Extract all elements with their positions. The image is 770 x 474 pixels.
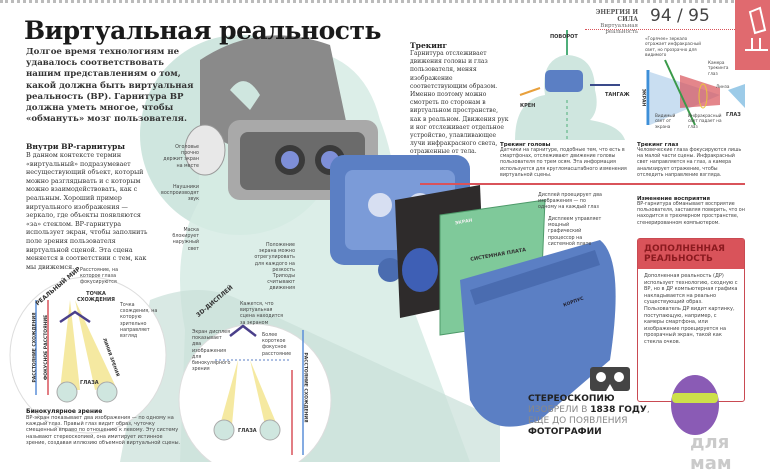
- display-note: Дисплей проецирует два изображения — по …: [538, 193, 602, 211]
- head-tracking-heading: Трекинг головы: [500, 142, 551, 148]
- stereo-line2: ИЗОБРЕЛИ В: [528, 405, 591, 415]
- vr-goggles-icon: [590, 367, 630, 391]
- callout-straps: Оголовье прочно держит экран на месте: [163, 145, 199, 169]
- intro-text: Долгое время технологиям не удавалось со…: [26, 47, 194, 125]
- binocular-text: ВР-экран показывает два изображения — по…: [26, 415, 181, 446]
- callout-tripod: Триподы считывают движения: [267, 274, 295, 292]
- head-tracking-section: Трекинг головы Датчики на гарнитуре, под…: [500, 142, 630, 179]
- eye-screen-label: ЭКРАН: [640, 88, 646, 107]
- pitch-label: ТАНГАЖ: [605, 92, 630, 98]
- inside-text: В данном контексте термин «виртуальный» …: [26, 151, 148, 271]
- screen-note: Экран дисплея показывает два изображения…: [192, 330, 231, 373]
- eye-tracking-heading: Трекинг глаз: [637, 142, 679, 148]
- binocular-heading: Бинокулярное зрение: [26, 408, 103, 415]
- eye-label: ГЛАЗ: [726, 112, 741, 118]
- headphone: [184, 124, 226, 176]
- lens-note: Линза: [716, 84, 730, 89]
- perception-section: Изменение восприятия ВР-гарнитура обманы…: [637, 196, 745, 227]
- focus-note: Расстояние, на которое глаза фокусируютс…: [80, 268, 119, 286]
- inside-heading: Внутри ВР-гарнитуры: [26, 142, 125, 151]
- convergence-point-label: ТОЧКА СХОЖДЕНИЯ: [77, 291, 115, 303]
- perception-text: ВР-гарнитура обманывает восприятие польз…: [637, 202, 745, 226]
- ar-box: ДОПОЛНЕННАЯ РЕАЛЬНОСТЬ Дополненная реаль…: [637, 238, 745, 402]
- convergence-note: Точка схождения, на которую зрительно на…: [120, 303, 158, 340]
- stereo-line3: ЕЩЕ ДО ПОЯВЛЕНИЯ: [528, 416, 628, 426]
- vr-illustration: [9, 0, 770, 462]
- scene-note: Кажется, что виртуальная сцена находится…: [240, 302, 284, 326]
- stereo-year: 1838 ГОДУ: [590, 405, 647, 415]
- stereoscopy-fact: СТЕРЕОСКОПИЮ ИЗОБРЕЛИ В 1838 ГОДУ, ЕЩЕ Д…: [528, 394, 650, 437]
- board-note: Дисплеем управляет мощный графический пр…: [548, 217, 602, 247]
- focal-distance-label: ФОКУСНОЕ РАССТОЯНИЕ: [44, 314, 50, 381]
- adjust-knob: [378, 258, 402, 282]
- top-border: [0, 0, 770, 3]
- visible-light-note: Видимый свет от экрана: [655, 113, 676, 129]
- section-name: ЭНЕРГИЯ И СИЛА: [595, 9, 638, 23]
- page-numbers: 94 / 95: [650, 6, 710, 26]
- stereo-line4: ФОТОГРАФИИ: [528, 427, 602, 437]
- subsection-name: Виртуальная реальность: [600, 23, 638, 35]
- head-tracking-text: Датчики на гарнитуре, подобные тем, что …: [500, 148, 627, 178]
- tracking-head: [515, 55, 625, 140]
- binocular-section: Бинокулярное зрение ВР-экран показывает …: [26, 408, 181, 446]
- eye-icon: [728, 84, 745, 108]
- inside-headset-section: Внутри ВР-гарнитуры В данном контексте т…: [26, 142, 156, 271]
- callout-mask: Маска блокирует наружный свет: [172, 228, 199, 252]
- focal-note: Более короткое фокусное расстояние: [262, 333, 292, 357]
- infrared-note: Инфракрасный свет падает на глаз: [688, 113, 722, 129]
- mirror-note: «Горячее» зеркало отражает инфракрасный …: [645, 36, 701, 57]
- header-rule: [585, 29, 735, 30]
- camera-note: Камера трекинга глаз: [708, 60, 729, 76]
- watermark: для мам: [690, 432, 732, 474]
- callout-headphones: Наушники воспроизводят звук: [161, 185, 199, 203]
- tracking-headset: [545, 70, 583, 92]
- tracking-text: Гарнитура отслеживает движения головы и …: [410, 50, 509, 156]
- display-convergence-label: РАССТОЯНИЕ СХОЖДЕНИЯ: [302, 352, 308, 423]
- eyes-label: ГЛАЗА: [80, 380, 99, 386]
- ar-person-icon: [671, 375, 719, 435]
- strap-hole: [230, 81, 260, 110]
- tracking-section: Трекинг Гарнитура отслеживает движения г…: [410, 41, 510, 157]
- roll-label: КРЕН: [520, 103, 536, 109]
- ar-text: Дополненная реальность (ДР) использует т…: [644, 273, 738, 345]
- perception-heading: Изменение восприятия: [637, 196, 711, 202]
- microscope-icon: [745, 6, 768, 51]
- ar-heading: ДОПОЛНЕННАЯ РЕАЛЬНОСТЬ: [638, 239, 744, 269]
- running-header: ЭНЕРГИЯ И СИЛА Виртуальная реальность: [580, 9, 638, 35]
- page-title: Виртуальная реальность: [24, 16, 381, 45]
- yaw-label: ПОВОРОТ: [550, 34, 578, 40]
- eye-tracking-text: Человеческие глаза фокусируются лишь на …: [637, 148, 742, 178]
- eye-tracking-section: Трекинг глаз Человеческие глаза фокусиру…: [637, 142, 745, 179]
- stereo-line1: СТЕРЕОСКОПИЮ: [528, 394, 615, 404]
- tracking-heading: Трекинг: [410, 41, 448, 50]
- display-eyes-label: ГЛАЗА: [238, 428, 257, 434]
- convergence-distance-label: РАССТОЯНИЕ СХОЖДЕНИЯ: [32, 312, 38, 383]
- callout-screen-position: Положение экрана можно отрегулировать дл…: [254, 243, 295, 273]
